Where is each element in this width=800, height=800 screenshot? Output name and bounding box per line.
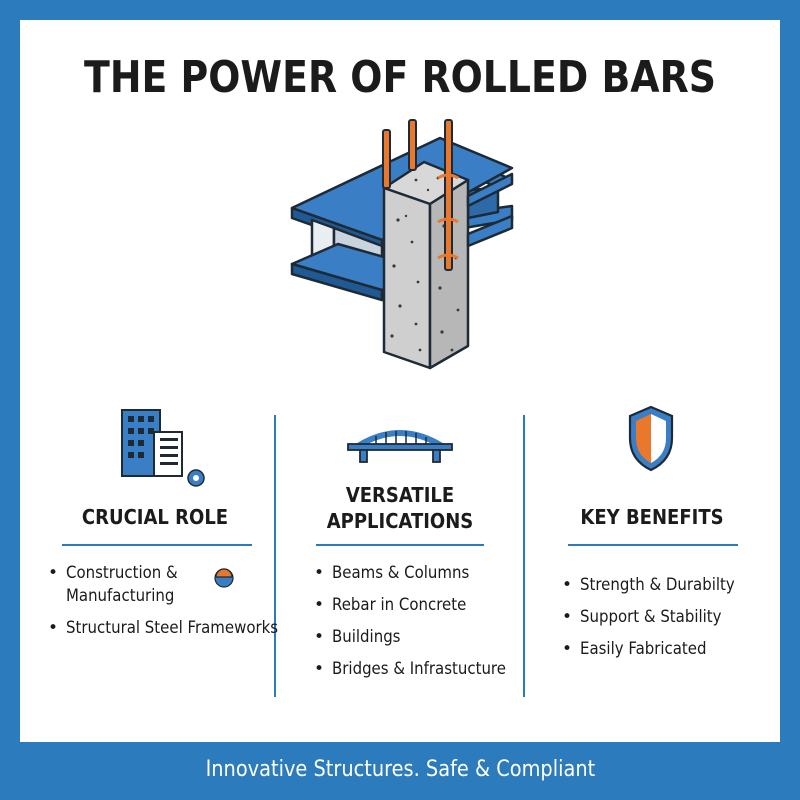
list-item: Construction & Manufacturing <box>44 562 274 608</box>
list-item: Support & Stability <box>558 606 773 629</box>
column-divider-left <box>274 415 276 697</box>
versatile-applications-rule <box>316 544 484 546</box>
hard-hat-gear-icon <box>212 564 236 595</box>
list-item: Easily Fabricated <box>558 638 773 661</box>
column-divider-right <box>523 415 525 697</box>
footer-tagline: Innovative Structures. Safe & Compliant <box>205 757 595 782</box>
list-item: Bridges & Infrastucture <box>310 658 520 681</box>
versatile-applications-list: Beams & Columns Rebar in Concrete Buildi… <box>310 562 520 690</box>
building-gear-icon <box>121 409 205 487</box>
crucial-role-rule <box>62 544 252 546</box>
list-item: Strength & Durabilty <box>558 574 773 597</box>
steel-beam-concrete-column-rebar-illustration <box>290 119 514 370</box>
crucial-role-list: Construction & Manufacturing Structural … <box>44 562 278 649</box>
key-benefits-heading: KEY BENEFITS <box>580 505 724 529</box>
shield-icon <box>628 405 674 472</box>
bridge-icon <box>347 430 453 463</box>
page-title: THE POWER OF ROLLED BARS <box>84 52 716 103</box>
crucial-role-heading: CRUCIAL ROLE <box>81 505 229 529</box>
list-item: Rebar in Concrete <box>310 594 520 617</box>
versatile-applications-heading: VERSATILE APPLICATIONS <box>326 483 474 533</box>
key-benefits-rule <box>568 544 738 546</box>
list-item: Buildings <box>310 626 520 649</box>
content-panel: THE POWER OF ROLLED BARS <box>20 20 780 742</box>
key-benefits-list: Strength & Durabilty Support & Stability… <box>558 574 773 670</box>
list-item: Structural Steel Frameworks <box>44 617 278 640</box>
list-item: Beams & Columns <box>310 562 520 585</box>
